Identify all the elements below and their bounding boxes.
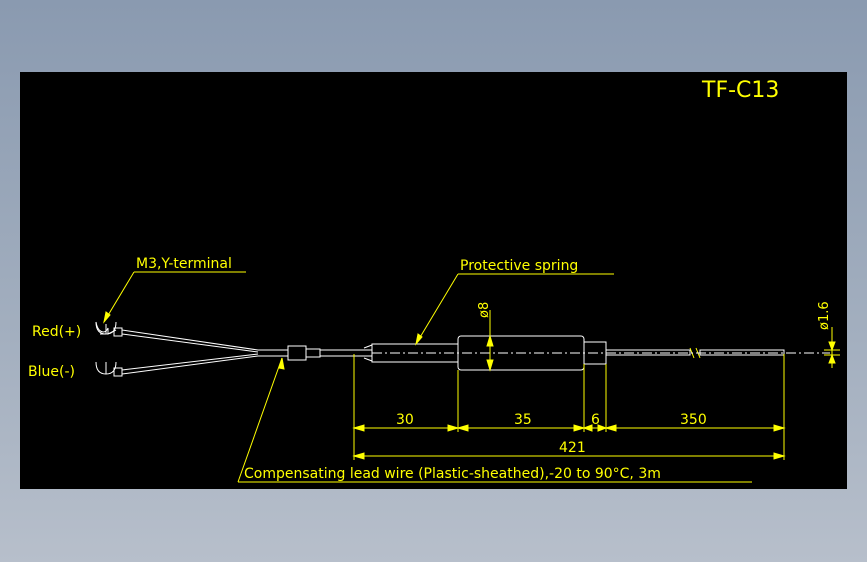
spring-leader — [415, 273, 614, 346]
lead-wires — [121, 329, 288, 375]
extension-lines — [353, 310, 833, 460]
dimension-35: 35 — [514, 412, 532, 428]
cad-drawing-canvas: TF-C13 — [20, 72, 847, 489]
diameter-16-dimension — [824, 340, 840, 368]
blue-terminal-crimp — [113, 367, 123, 377]
dimension-row-2 — [352, 452, 786, 460]
dimension-350: 350 — [680, 412, 707, 428]
drawing-title: TF-C13 — [701, 78, 779, 103]
lead-wire-label: Compensating lead wire (Plastic-sheathed… — [244, 466, 661, 482]
spring-cone — [363, 344, 373, 362]
spring-label: Protective spring — [460, 258, 578, 274]
dimension-row-1 — [352, 424, 786, 432]
diameter-16-label: ø1.6 — [817, 301, 832, 330]
diameter-8-label: ø8 — [477, 302, 492, 318]
technical-drawing: TF-C13 — [28, 78, 840, 483]
diameter-8-dimension — [486, 334, 494, 372]
red-terminal-crimp — [113, 327, 123, 337]
red-y-terminal — [95, 321, 117, 335]
dimension-6: 6 — [591, 412, 600, 428]
junction-sleeve — [287, 345, 307, 361]
dimension-total-421: 421 — [559, 440, 586, 456]
junction-collar — [305, 348, 321, 358]
blue-y-terminal — [95, 361, 117, 375]
blue-label: Blue(-) — [28, 364, 75, 380]
red-label: Red(+) — [32, 324, 81, 340]
lead-wire-leader — [237, 357, 752, 483]
terminal-label: M3,Y-terminal — [136, 256, 232, 272]
cable — [320, 349, 372, 357]
terminal-leader — [103, 271, 246, 324]
dimension-30: 30 — [396, 412, 414, 428]
